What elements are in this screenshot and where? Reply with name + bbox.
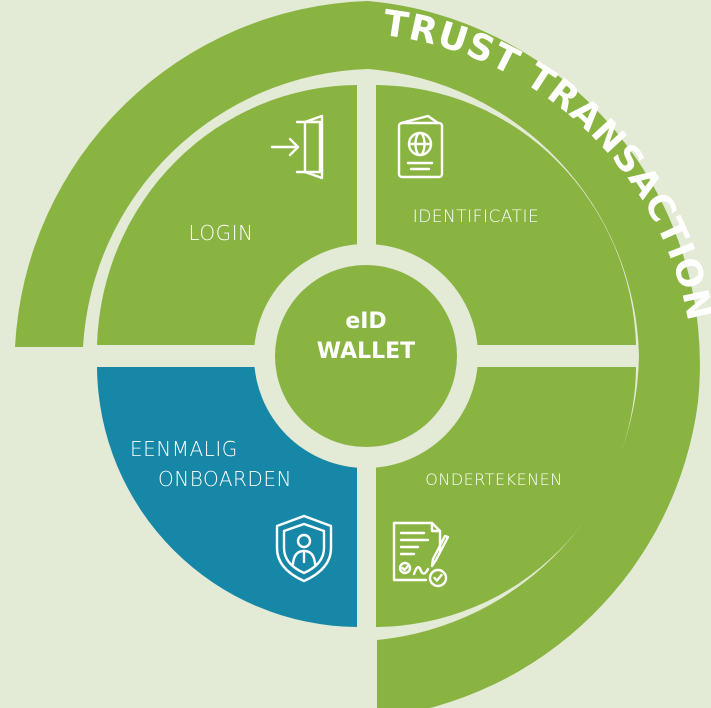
ondertekenen-label: ONDERTEKENEN <box>425 470 563 489</box>
center-label: eID WALLET <box>296 307 436 367</box>
login-label: LOGIN <box>188 221 254 245</box>
identificatie-label: IDENTIFICATIE <box>412 207 540 227</box>
center-label-line1: eID <box>345 309 387 334</box>
door-enter-icon <box>270 114 324 180</box>
center-label-line2: WALLET <box>316 339 416 364</box>
onboarden-label: EENMALIG ONBOARDEN <box>106 434 306 494</box>
passport-icon <box>397 114 444 179</box>
onboarden-label-line1: EENMALIG <box>130 437 238 461</box>
outer-ring-left <box>15 1 368 347</box>
outer-ring-right <box>368 1 700 708</box>
onboarden-label-line2: ONBOARDEN <box>158 467 292 491</box>
signed-document-icon <box>392 521 450 588</box>
center-circle[interactable] <box>275 265 457 447</box>
shield-user-icon <box>275 514 333 583</box>
